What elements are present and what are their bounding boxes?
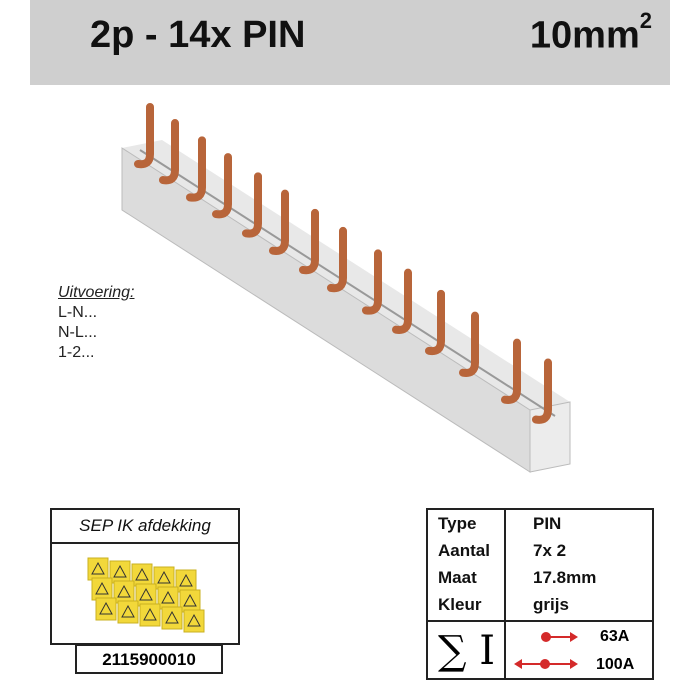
warning-icon [99,601,113,615]
cross-section-size: 10mm2 [529,8,652,58]
copper-pin [186,136,206,202]
copper-pin [327,226,347,293]
cover-cap [113,580,135,604]
cover-cap [131,563,153,587]
warning-icon [187,613,201,627]
warning-icon [117,584,131,598]
product-title: 2p - 14x PIN [90,14,306,56]
cover-cap [91,577,113,601]
cover-caps-image [87,557,205,633]
spec-value: grijs [533,595,569,614]
copper-pin [362,249,382,315]
warning-icon [165,610,179,624]
busbar-slot [139,149,556,417]
variants-label: Uitvoering: [58,284,135,301]
rating-center-feed: 100A [596,656,635,673]
rating-single-feed: 63A [600,628,630,645]
variants-list: Uitvoering: L-N... N-L... 1-2... [58,283,134,363]
cover-cap [157,586,179,610]
variant-item: N-L... [58,324,98,341]
warning-icon [183,593,197,607]
cover-cap [139,603,161,627]
copper-pins [134,102,552,424]
warning-icon [91,561,105,575]
warning-icon [143,607,157,621]
size-value: 10mm [529,14,640,57]
cover-cap [179,589,201,613]
warning-icon [139,587,153,601]
spec-key: Aantal [438,541,490,560]
warning-icon [121,604,135,618]
warning-icon [179,573,193,587]
variant-item: L-N... [58,304,98,321]
copper-pin [212,153,232,219]
cover-cap [109,560,131,584]
feed-arrows-icon [514,632,578,669]
divider [504,510,506,678]
divider [428,620,652,622]
copper-pin [159,119,179,185]
cover-cap [135,583,157,607]
copper-pin [134,102,154,169]
spec-key: Kleur [438,595,482,614]
header-band: 2p - 14x PIN 10mm2 [30,0,670,85]
cover-cap [183,609,205,633]
copper-pin [242,172,262,238]
cover-cap [87,557,109,581]
copper-pin [501,338,521,404]
copper-pin [425,289,445,356]
cover-cap [153,566,175,590]
warning-icon [113,564,127,578]
copper-pin [459,311,479,377]
spec-table: Type PIN Aantal 7x 2 Maat 17.8mm Kleur g… [426,508,654,680]
warning-icon [95,581,109,595]
copper-pin [269,189,289,255]
copper-pin [392,268,412,334]
current-symbol: ∑ I [438,628,496,674]
cover-article-code: 2115900010 [75,644,223,674]
warning-icon [161,590,175,604]
spec-value: PIN [533,514,562,533]
copper-pin [299,208,319,275]
cover-cap [175,569,197,593]
warning-icon [135,567,149,581]
busbar-front [121,147,531,473]
cover-cap [161,606,183,630]
spec-key: Type [438,514,477,533]
variant-item: 1-2... [58,344,95,361]
cover-caption: SEP IK afdekking [52,510,238,544]
cover-cap [117,600,139,624]
warning-icon [157,570,171,584]
cover-box: SEP IK afdekking [50,508,240,645]
size-exponent: 2 [639,8,652,33]
spec-key: Maat [438,568,477,587]
spec-value: 7x 2 [533,541,567,560]
cover-cap [95,597,117,621]
copper-pin [532,358,552,424]
spec-value: 17.8mm [533,568,597,587]
